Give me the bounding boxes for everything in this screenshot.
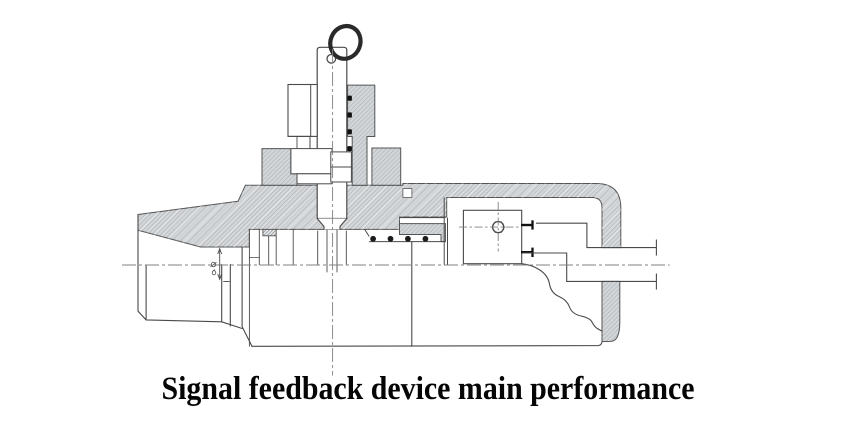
- svg-text:Signal feedback device main pe: Signal feedback device main performance: [162, 371, 695, 407]
